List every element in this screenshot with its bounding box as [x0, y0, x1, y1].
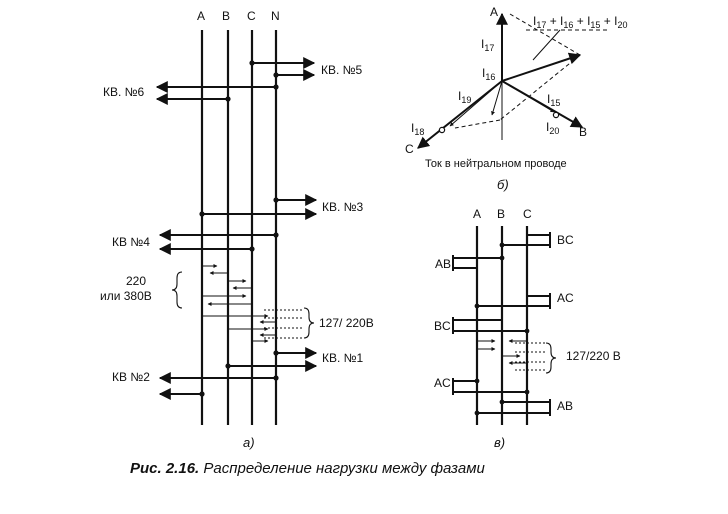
- panel-b-vector-diagram: A B C I17 + I16 + I15 + I20 I17 I16 I19 …: [405, 5, 627, 192]
- label-220: 220: [126, 274, 146, 288]
- label-bc-left: BC: [434, 319, 451, 333]
- vector-label-c: C: [405, 142, 414, 156]
- label-ac-right: AC: [557, 291, 574, 305]
- vector-label-b: B: [579, 125, 587, 139]
- sum-pointer: [532, 29, 561, 61]
- label-kv3: КВ. №3: [322, 200, 364, 214]
- dashed-construction-3: [454, 119, 501, 129]
- label-i16: I16: [482, 66, 495, 82]
- label-i15: I15: [547, 92, 560, 108]
- label-neutral-current: Ток в нейтральном проводе: [425, 158, 567, 170]
- taps-127-220-c: 127/220 В: [477, 339, 621, 374]
- subfigure-label-a: а): [243, 435, 255, 450]
- feeder-kv5: КВ. №5: [249, 57, 363, 81]
- label-ab-bottom: AB: [557, 399, 573, 413]
- panel-c-diagram: A B C BC AB AC BC: [434, 207, 621, 450]
- label-kv4: КВ №4: [112, 235, 150, 249]
- panel-a-diagram: A B C N КВ. №5 КВ. №6 КВ: [100, 9, 374, 450]
- bus-label-c: C: [247, 9, 256, 23]
- vector-i15: [501, 80, 555, 113]
- vector-i19: [449, 80, 503, 127]
- label-127-220-a: 127/ 220В: [319, 316, 374, 330]
- subfigure-label-c: в): [494, 435, 505, 450]
- bus-label-c-b: B: [497, 207, 505, 221]
- feeder-kv2: КВ №2: [112, 370, 279, 400]
- vector-label-a: A: [490, 5, 498, 19]
- feeder-kv4: КВ №4: [112, 229, 279, 255]
- vector-neutral: [501, 52, 582, 82]
- label-i19: I19: [458, 89, 471, 105]
- label-kv2: КВ №2: [112, 370, 150, 384]
- label-i20: I20: [546, 120, 559, 136]
- bus-label-n: N: [271, 9, 280, 23]
- label-bc-top: BC: [557, 233, 574, 247]
- label-127-220-c: 127/220 В: [566, 349, 621, 363]
- dashed-construction-2: [499, 54, 581, 121]
- bus-label-a: A: [197, 9, 205, 23]
- taps-220-380: 220 или 380В: [100, 264, 252, 309]
- bus-label-c-c: C: [523, 207, 532, 221]
- label-kv5: КВ. №5: [321, 63, 363, 77]
- label-ab-left: AB: [435, 257, 451, 271]
- taps-127-220: 127/ 220В: [202, 307, 374, 343]
- bus-label-b: B: [222, 9, 230, 23]
- label-sum-currents: I17 + I16 + I15 + I20: [533, 14, 627, 30]
- subfigure-label-b: б): [497, 177, 509, 192]
- label-i18: I18: [411, 121, 424, 137]
- label-kv1: КВ. №1: [322, 351, 364, 365]
- feeder-kv1: КВ. №1: [225, 347, 364, 372]
- feeder-kv3: КВ. №3: [199, 194, 364, 220]
- label-380: или 380В: [100, 289, 152, 303]
- vector-c: [417, 80, 503, 149]
- vector-short-1: [491, 80, 503, 116]
- label-i17: I17: [481, 37, 494, 53]
- label-kv6: КВ. №6: [103, 85, 145, 99]
- figure-caption: Рис. 2.16. Распределение нагрузки между …: [130, 460, 485, 477]
- label-ac-left: AC: [434, 376, 451, 390]
- bus-label-c-a: A: [473, 207, 481, 221]
- feeder-kv6: КВ. №6: [103, 81, 279, 105]
